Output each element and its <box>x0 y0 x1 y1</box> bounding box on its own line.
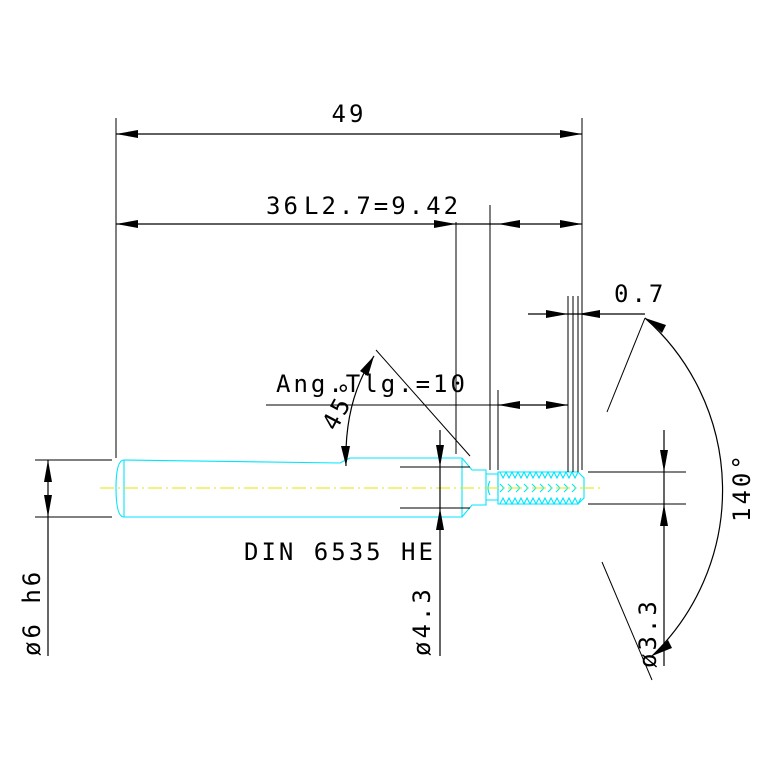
shank-outline <box>115 457 487 518</box>
dimension-thread-diameter: ø3.3 <box>634 430 668 668</box>
thread-teeth-top <box>499 470 579 480</box>
label-thread-length: L2.7=9.42 <box>304 192 461 220</box>
label-overall-length: 49 <box>332 100 367 128</box>
label-thread-diameter: ø3.3 <box>634 598 662 668</box>
dimension-angle-length: Ang.Tlg.=10 <box>276 370 568 409</box>
extension-lines <box>35 118 686 681</box>
designation-label: DIN 6535 HE <box>244 538 436 566</box>
dimension-shank-diameter: ø6 h6 <box>18 460 52 656</box>
label-shank-diameter: ø6 h6 <box>18 569 46 656</box>
dimension-point-angle: 140° <box>644 317 756 657</box>
label-angle-length: Ang.Tlg.=10 <box>276 370 468 398</box>
label-shank-length: 36 <box>266 192 301 220</box>
label-neck-diameter: ø4.3 <box>408 586 436 656</box>
dimension-neck-diameter: ø4.3 <box>408 430 444 656</box>
label-lip: 0.7 <box>614 280 666 308</box>
thread-teeth-bottom <box>499 496 582 506</box>
dimension-overall-length: 49 <box>116 100 582 138</box>
dimension-lip: 0.7 <box>528 280 666 318</box>
label-point-angle: 140° <box>728 452 756 522</box>
dimension-shank-length: 36 L2.7=9.42 <box>116 192 582 228</box>
